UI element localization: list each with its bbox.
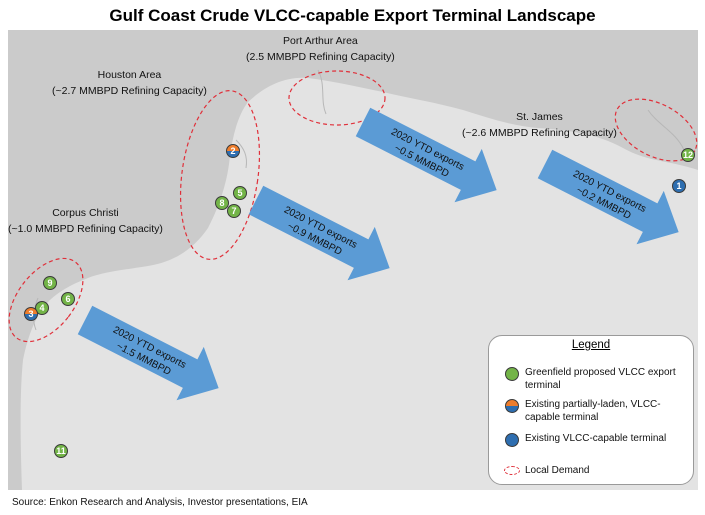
map-area: 2020 YTD exports ~0.5 MMBPD 2020 YTD exp… — [8, 30, 698, 490]
terminal-marker-7[interactable]: 7 — [227, 204, 241, 218]
source-note: Source: Enkon Research and Analysis, Inv… — [12, 497, 308, 508]
houston-demand-ellipse — [179, 90, 261, 260]
flow-arrow-corpus-christi: 2020 YTD exports ~1.5 MMBPD — [77, 305, 219, 401]
terminal-marker-5[interactable]: 5 — [233, 186, 247, 200]
region-label-port-arthur: Port Arthur Area (2.5 MMBPD Refining Cap… — [246, 33, 395, 65]
region-label-st-james: St. James (~2.6 MMBPD Refining Capacity) — [462, 109, 617, 141]
region-capacity: (2.5 MMBPD Refining Capacity) — [246, 51, 395, 63]
region-name: Houston Area — [97, 69, 162, 81]
legend-title: Legend — [571, 339, 611, 351]
terminal-marker-9[interactable]: 9 — [43, 276, 57, 290]
legend-box: Legend Greenfield proposed VLCC export t… — [488, 335, 694, 485]
st-james-demand-ellipse — [614, 98, 698, 162]
legend-label: Greenfield proposed VLCC export terminal — [525, 367, 676, 391]
region-label-houston: Houston Area (~2.7 MMBPD Refining Capaci… — [52, 67, 207, 99]
terminal-marker-2[interactable]: 2 — [226, 144, 240, 158]
figure-title: Gulf Coast Crude VLCC-capable Export Ter… — [109, 6, 596, 25]
region-capacity: (~2.6 MMBPD Refining Capacity) — [462, 127, 617, 139]
terminal-marker-11[interactable]: 11 — [54, 444, 68, 458]
legend-label: Local Demand — [525, 465, 590, 476]
local-demand-ellipse-icon — [504, 466, 520, 475]
existing-terminal-marker-icon — [505, 433, 519, 447]
flow-arrow-st-james: 2020 YTD exports ~0.2 MMBPD — [537, 149, 679, 245]
coastal-bay — [235, 139, 247, 169]
land-mass — [8, 30, 698, 490]
legend-label: Existing VLCC-capable terminal — [525, 433, 667, 444]
river — [317, 69, 327, 115]
region-name: Corpus Christi — [52, 207, 119, 219]
region-label-corpus-christi: Corpus Christi (~1.0 MMBPD Refining Capa… — [8, 205, 163, 237]
region-name: Port Arthur Area — [283, 35, 358, 47]
greenfield-marker-icon — [505, 367, 519, 381]
region-capacity: (~2.7 MMBPD Refining Capacity) — [52, 85, 207, 97]
terminal-marker-12[interactable]: 12 — [681, 148, 695, 162]
terminal-marker-3[interactable]: 3 — [24, 307, 38, 321]
terminal-marker-8[interactable]: 8 — [215, 196, 229, 210]
terminal-marker-1[interactable]: 1 — [672, 179, 686, 193]
river — [647, 109, 685, 151]
region-name: St. James — [516, 111, 563, 123]
port-arthur-demand-ellipse — [288, 70, 386, 126]
corpus-christi-demand-ellipse — [8, 257, 84, 343]
legend-label: Existing partially-laden, VLCC-capable t… — [525, 399, 661, 423]
map-canvas: 2020 YTD exports ~0.5 MMBPD 2020 YTD exp… — [8, 30, 698, 490]
terminal-marker-6[interactable]: 6 — [61, 292, 75, 306]
region-capacity: (~1.0 MMBPD Refining Capacity) — [8, 223, 163, 235]
terminal-marker-4[interactable]: 4 — [35, 301, 49, 315]
flow-arrow-houston: 2020 YTD exports ~0.9 MMBPD — [248, 185, 390, 281]
partial-terminal-marker-icon — [505, 399, 519, 413]
